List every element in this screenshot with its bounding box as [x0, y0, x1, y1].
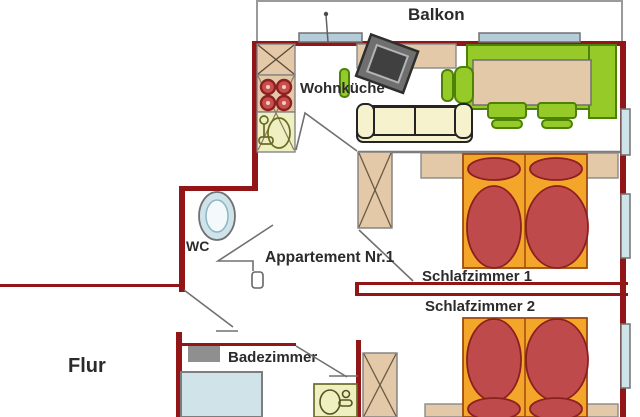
apartment-label: Appartement Nr.1 [265, 249, 395, 266]
tv-icon [354, 32, 420, 95]
door-swings [183, 111, 414, 378]
balcony: Balkon [256, 0, 623, 42]
balcony-windows [298, 11, 581, 43]
wall-kitchen-left [252, 41, 258, 191]
wall-wc-left [179, 186, 185, 292]
door-swing-entry [183, 289, 234, 328]
duvet-icon [525, 185, 589, 269]
window-icon [620, 108, 631, 156]
chair-back [541, 119, 573, 129]
wall-flur-top [0, 284, 181, 287]
dining-bench-right [588, 44, 617, 119]
sofa-cushion [373, 106, 416, 136]
dining-table [472, 59, 592, 106]
wall-bath-left [176, 332, 182, 417]
pillow-icon [529, 397, 583, 417]
sofa-armrest [356, 103, 375, 139]
window-icon [298, 32, 363, 43]
sofa [356, 103, 473, 143]
pillow-icon [467, 157, 521, 181]
stove-burners-icon [259, 78, 293, 112]
right-windows [620, 108, 631, 389]
chair-seat [454, 66, 474, 104]
wc-label: WC [186, 238, 209, 254]
chair-back [491, 119, 523, 129]
sofa-armrest [454, 103, 473, 139]
door-frame-detail [251, 271, 264, 289]
balkon-label: Balkon [408, 5, 465, 24]
toilet-bowl-icon [205, 199, 229, 233]
duvet-icon [466, 185, 522, 269]
duvet-icon [466, 318, 522, 402]
door-swing-bath [295, 345, 348, 378]
wall-bedroom-post [355, 282, 359, 296]
door-swing-bedroom1 [358, 229, 414, 282]
bath-cabinet [188, 346, 220, 362]
wohnkueche-label: Wohnküche [300, 80, 385, 97]
kitchen-unit [256, 43, 296, 153]
door-swing-kitchen [295, 111, 358, 152]
wc-room: WC [186, 191, 236, 254]
chair-seat [487, 102, 527, 119]
bedding-icons [466, 157, 589, 269]
chair-back [441, 69, 454, 102]
pillow-icon [467, 397, 521, 417]
bedroom-2: Schlafzimmer 2 [362, 298, 619, 417]
dining-chairs [339, 66, 577, 129]
bedding-icons [466, 318, 589, 417]
pillow-icon [529, 157, 583, 181]
wall-bath-top [181, 343, 296, 346]
wall-bath-right [356, 340, 361, 417]
flur-label: Flur [68, 355, 106, 377]
bathtub [180, 371, 263, 417]
chair-seat [537, 102, 577, 119]
sink-glyph-icon [258, 115, 291, 149]
balcony-door-pivot-icon [323, 11, 329, 17]
window-icon [620, 323, 631, 389]
bedroom-1: Schlafzimmer 1 [357, 151, 619, 285]
wardrobe-cross-icon [363, 353, 397, 417]
cabinet-cross-icon [257, 44, 295, 75]
chair-back [339, 68, 350, 98]
schlafzimmer2-label: Schlafzimmer 2 [425, 298, 535, 315]
washbasin-glyph-icon [319, 389, 353, 415]
sofa-cushion [414, 106, 457, 136]
living-area: Wohnküche [300, 32, 617, 143]
balcony-door-swing-icon [325, 14, 329, 43]
window-icon [620, 193, 631, 259]
wall-bedroom1-south [357, 282, 628, 285]
wall-bedroom2-north [357, 293, 628, 296]
duvet-icon [525, 318, 589, 402]
window-icon [478, 32, 581, 43]
badezimmer-label: Badezimmer [228, 349, 317, 366]
door-swing-wc [215, 224, 274, 271]
wardrobe-cross-icon [358, 152, 392, 228]
schlafzimmer1-label: Schlafzimmer 1 [422, 268, 532, 285]
bathroom: Badezimmer [180, 346, 358, 417]
wall-wc-top [179, 186, 258, 191]
